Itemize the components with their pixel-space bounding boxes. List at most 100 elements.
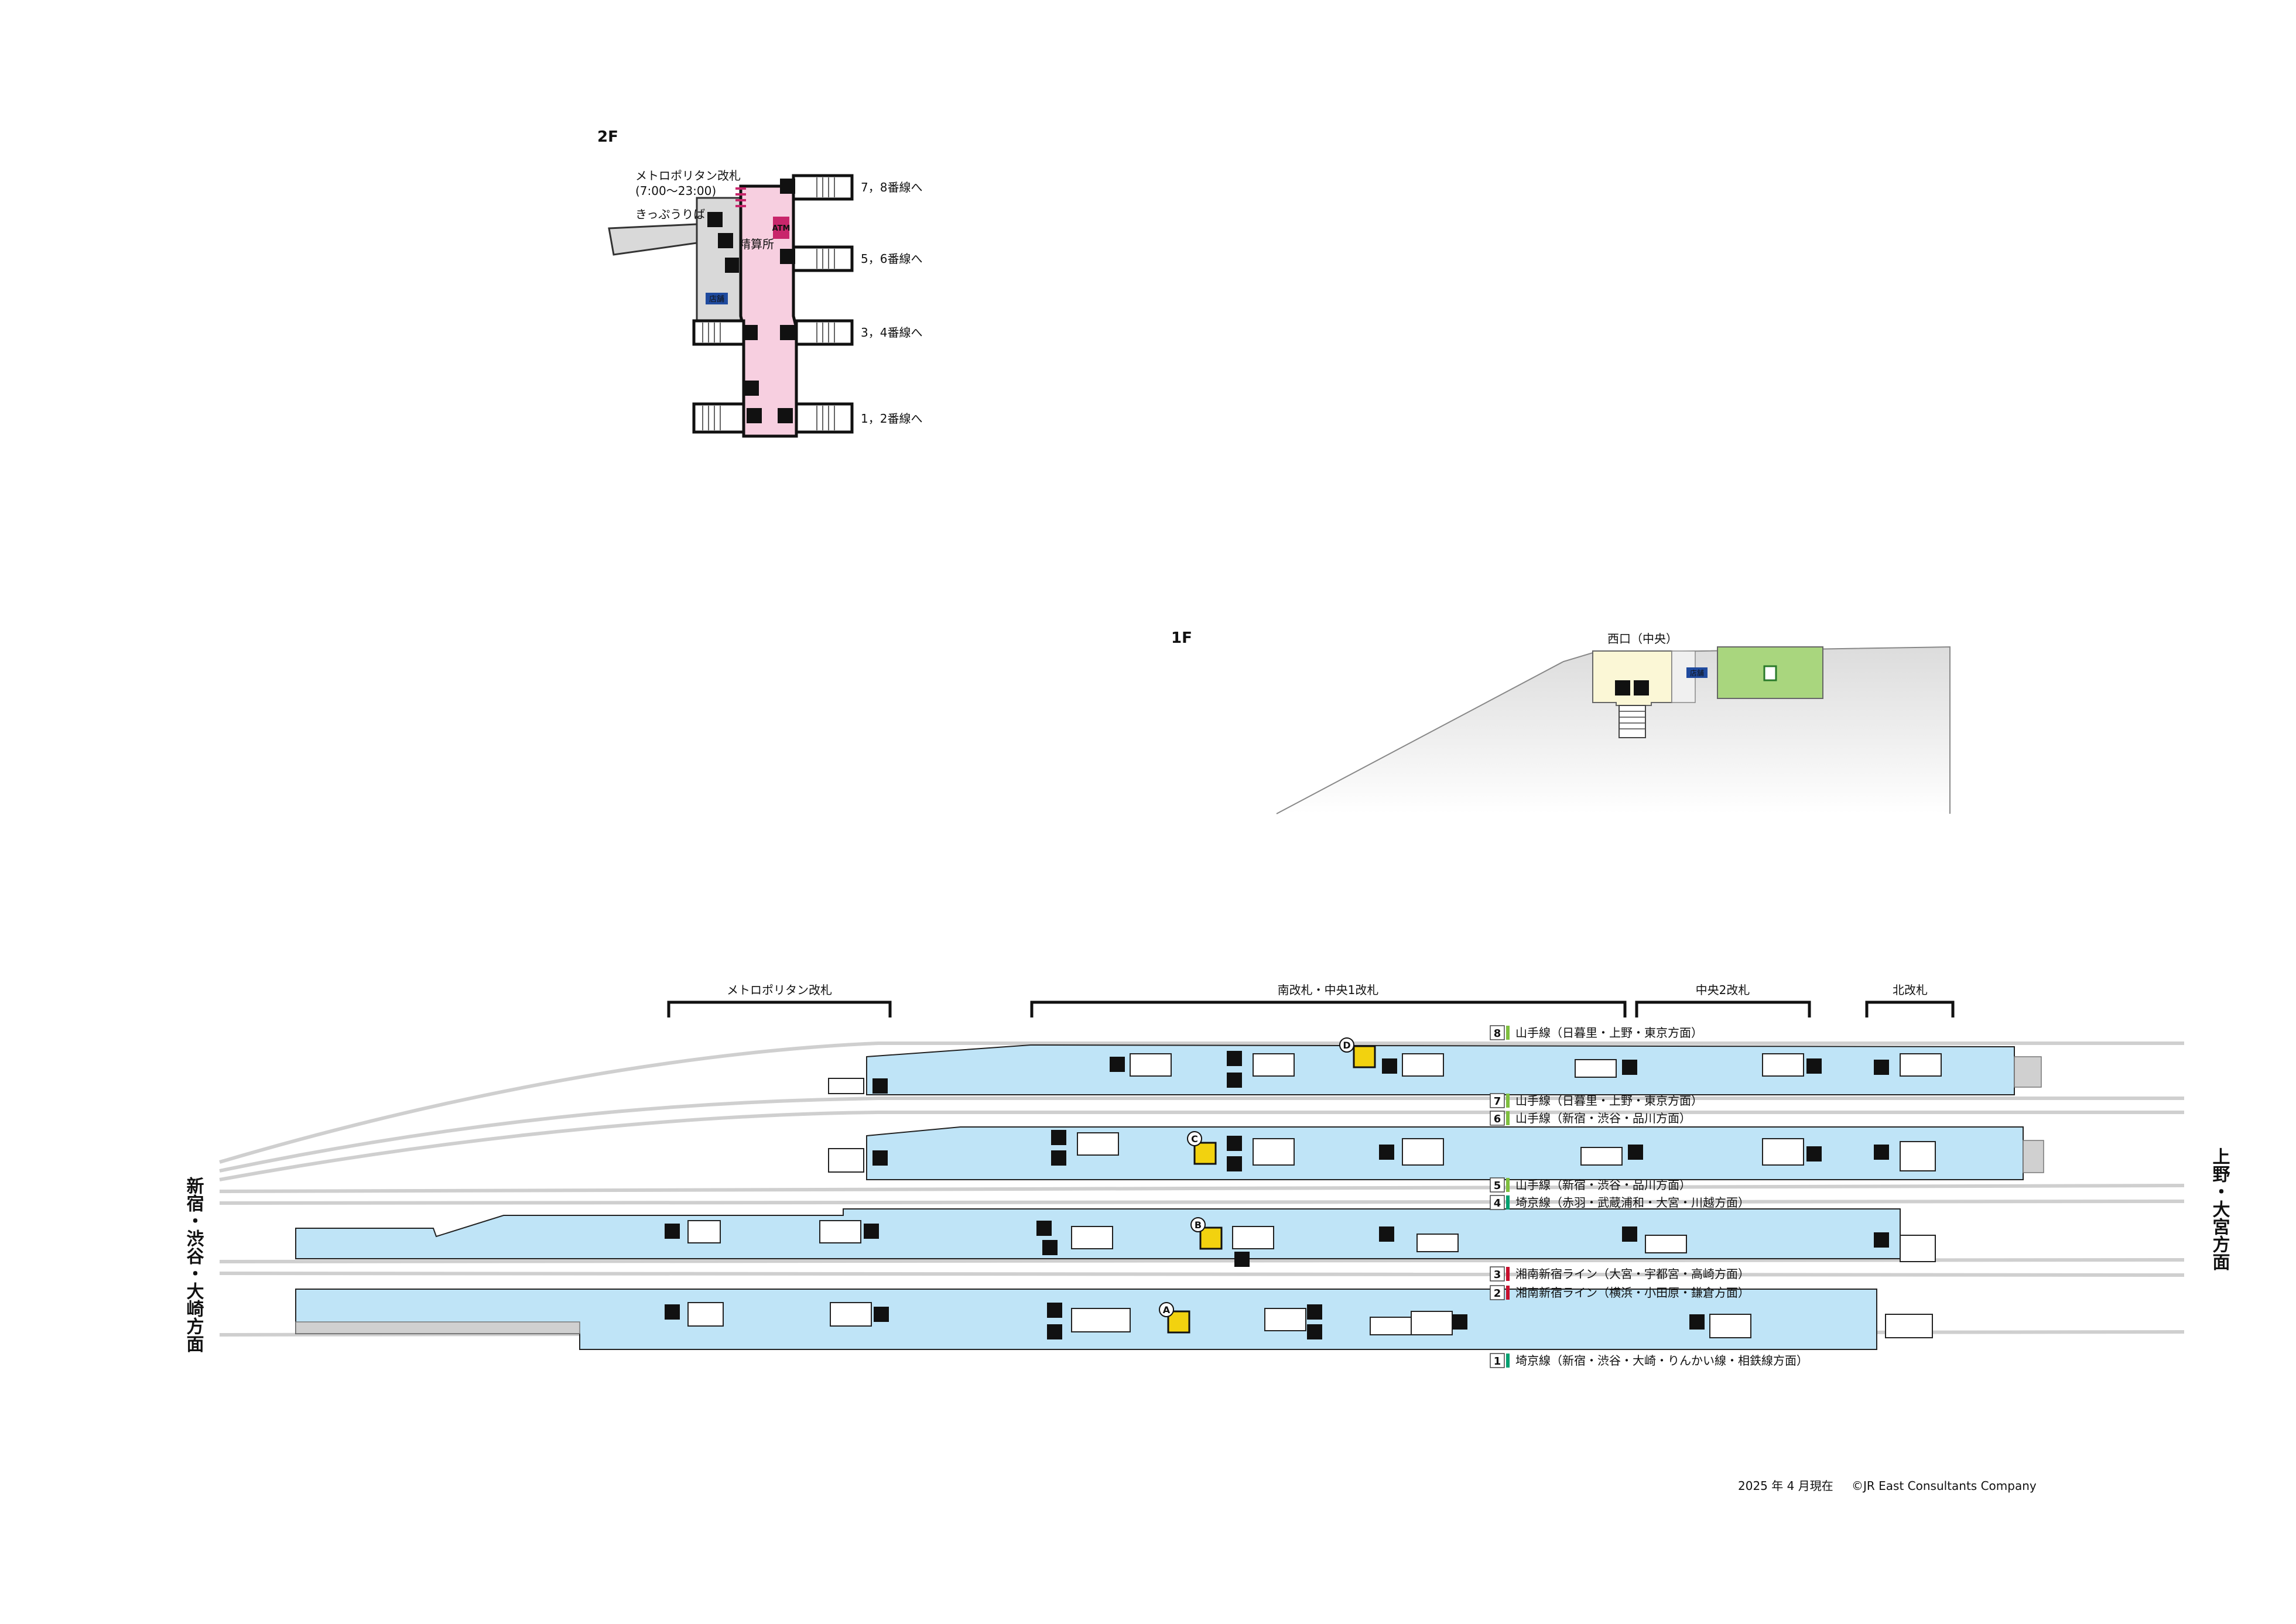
track-7: [219, 1097, 2184, 1173]
track-5-color: [1506, 1178, 1510, 1192]
stairs-icon: [1762, 1138, 1804, 1166]
escalator-icon: [1051, 1150, 1066, 1166]
escalator-icon: [1615, 680, 1630, 695]
gate-south-central1: 南改札・中央1改札: [1278, 983, 1379, 997]
stairs-icon: [1885, 1314, 1933, 1338]
exit-markers: D C B A: [1159, 1037, 1376, 1334]
escalator-icon: [1806, 1146, 1822, 1162]
escalator-icon: [747, 408, 762, 423]
escalator-icon: [1227, 1073, 1242, 1088]
exit-d-label: D: [1343, 1040, 1350, 1051]
exit-b-circle: [1190, 1217, 1206, 1232]
exit-a-label: A: [1163, 1304, 1171, 1315]
stairs-icon: [1402, 1138, 1444, 1166]
stairs-icon: [1575, 1059, 1617, 1078]
stairs-icon: [1370, 1317, 1412, 1335]
gate-north: 北改札: [1893, 983, 1928, 997]
escalator-icon: [742, 325, 758, 340]
gate-bracket-central2: [1635, 1001, 1811, 1017]
escalator-icon: [1227, 1156, 1242, 1171]
platform-escalators: [665, 1051, 1889, 1339]
escalator-icon: [1379, 1145, 1394, 1160]
track-8-number: 8: [1494, 1027, 1501, 1040]
escalator-icon: [665, 1224, 680, 1239]
stairs-icon: [819, 1220, 861, 1243]
stairs-icon: [1900, 1235, 1936, 1262]
escalator-icon: [1227, 1051, 1242, 1066]
track-7-number: 7: [1494, 1095, 1501, 1108]
atm-label: ATM: [772, 224, 791, 233]
escalator-icon: [872, 1150, 888, 1166]
escalator-icon: [874, 1307, 889, 1322]
escalator-icon: [1227, 1136, 1242, 1151]
floor-2f-label: 2F: [597, 128, 618, 146]
track-3-text: 湘南新宿ライン（大宮・宇都宮・高崎方面）: [1515, 1267, 1750, 1281]
track-1-number: 1: [1494, 1355, 1501, 1368]
gate-bracket-north: [1865, 1001, 1955, 1017]
elevator-icon: [745, 381, 759, 396]
track-5-number: 5: [1494, 1180, 1501, 1192]
escalator-icon: [1806, 1058, 1822, 1074]
stairs-icon: [1071, 1226, 1113, 1249]
escalator-icon: [1042, 1240, 1058, 1255]
escalator-icon: [778, 408, 793, 423]
to-platform-34: 3，4番線へ: [861, 326, 922, 340]
escalator-icon: [1689, 1314, 1705, 1330]
track-1-color: [1506, 1354, 1510, 1368]
track-8-color: [1506, 1026, 1510, 1040]
footer-copyright: ©JR East Consultants Company: [1852, 1479, 2037, 1493]
stairs-icon: [1264, 1308, 1306, 1331]
stairs-icon: [1645, 1235, 1687, 1253]
escalator-icon: [1051, 1130, 1066, 1145]
track-labels: 8 山手線（日暮里・上野・東京方面） 7 山手線（日暮里・上野・東京方面） 6 …: [1490, 1025, 1808, 1368]
track-2-number: 2: [1494, 1287, 1501, 1300]
track-6-color: [1506, 1111, 1510, 1125]
escalator-icon: [872, 1078, 888, 1094]
west-exit-area: [1592, 650, 1672, 706]
2f-shop-badge: [706, 293, 728, 304]
1f-shop-badge: [1686, 667, 1708, 678]
platform-map: メトロポリタン改札 南改札・中央1改札 中央2改札 北改札: [183, 983, 2230, 1368]
platform-5-6-end: [2023, 1140, 2044, 1173]
escalator-icon: [1307, 1304, 1322, 1320]
track-5: [219, 1184, 2185, 1193]
stairs-icon: [1402, 1053, 1444, 1077]
stairs-icon: [1253, 1053, 1295, 1077]
track-3: [219, 1258, 2185, 1263]
exit-a-circle: [1159, 1302, 1174, 1317]
escalator-icon: [1628, 1145, 1643, 1160]
elevator-icon: [1193, 1142, 1217, 1165]
elevator-icon: [725, 258, 739, 273]
stairs-icon: [1253, 1138, 1295, 1166]
escalator-icon: [1622, 1226, 1637, 1242]
2f-west-corridor: [608, 223, 698, 256]
escalator-icon: [864, 1224, 879, 1239]
to-platform-56: 5，6番線へ: [861, 252, 922, 266]
track-4-number: 4: [1494, 1197, 1501, 1210]
exit-c-label: C: [1191, 1133, 1198, 1145]
exit-d-circle: [1339, 1037, 1354, 1053]
metro-gate-hours: (7:00〜23:00): [635, 184, 716, 198]
ticket-label: きっぷうりば: [635, 207, 705, 221]
gate-metro: メトロポリタン改札: [727, 983, 832, 997]
track-6-number: 6: [1494, 1113, 1501, 1125]
stairs-icon: [1416, 1234, 1459, 1252]
2f-stair-34-left: [692, 319, 745, 346]
1f-shop-label: 店舗: [1690, 669, 1704, 677]
track-4-number-box: [1490, 1195, 1505, 1210]
track-2-number-box: [1490, 1285, 1505, 1300]
escalator-icon: [1874, 1145, 1889, 1160]
stairs-icon: [687, 1302, 724, 1327]
stairs-icon: [1900, 1053, 1942, 1077]
escalator-icon: [780, 179, 795, 194]
gate-central2: 中央2改札: [1696, 983, 1750, 997]
elevator-icon: [1199, 1226, 1223, 1250]
track-1-number-box: [1490, 1353, 1505, 1368]
stairs-icon: [1580, 1147, 1623, 1166]
stairs-icon: [1709, 1314, 1751, 1338]
exit-b-label: B: [1195, 1219, 1202, 1231]
2f-shop-label: 店舗: [709, 295, 724, 304]
track-6: [219, 1111, 2184, 1181]
escalator-icon: [1234, 1252, 1250, 1267]
